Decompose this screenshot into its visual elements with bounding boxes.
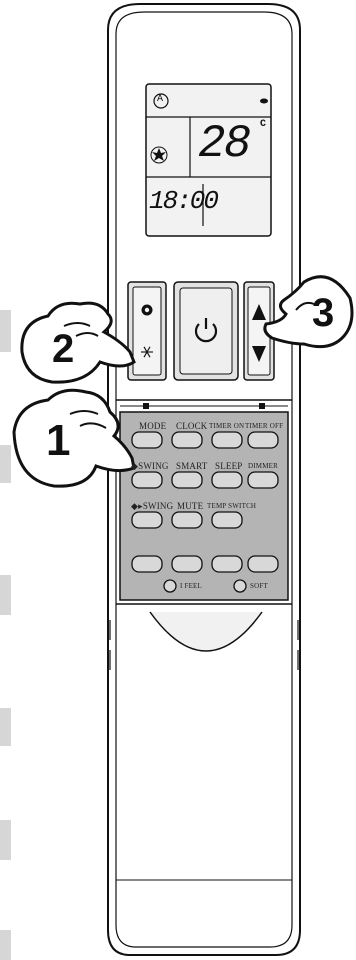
soft-button[interactable] bbox=[234, 580, 246, 592]
i-feel-label: I FEEL bbox=[180, 582, 202, 590]
left-button-inner bbox=[133, 287, 161, 375]
blank-button[interactable] bbox=[132, 556, 162, 572]
auto-mode-letter: A bbox=[157, 94, 163, 105]
mute-button[interactable] bbox=[172, 512, 202, 528]
temperature-unit: C bbox=[260, 119, 266, 130]
blank-button[interactable] bbox=[172, 556, 202, 572]
temperature-readout: 28 bbox=[198, 118, 249, 170]
timer-off-button[interactable] bbox=[248, 432, 278, 448]
soft-label: SOFT bbox=[250, 582, 268, 590]
dimmer-button[interactable] bbox=[248, 472, 278, 488]
clock-label: CLOCK bbox=[176, 421, 208, 431]
hinge-tab bbox=[259, 403, 265, 409]
sleep-label: SLEEP bbox=[215, 461, 243, 471]
vertical-swing-button[interactable] bbox=[132, 472, 162, 488]
hinge-tab bbox=[143, 403, 149, 409]
clock-button[interactable] bbox=[172, 432, 202, 448]
horizontal-swing-button[interactable] bbox=[132, 512, 162, 528]
sleep-button[interactable] bbox=[212, 472, 242, 488]
callout-1-number: 1 bbox=[46, 416, 70, 466]
eco-icon bbox=[142, 305, 153, 316]
horizontal-swing-label: ◆▸SWING bbox=[131, 501, 173, 512]
clock-readout: 18:00 bbox=[149, 184, 217, 218]
mode-label: MODE bbox=[139, 421, 166, 431]
timer-off-label: TIMER OFF bbox=[245, 422, 283, 430]
signal-icon bbox=[260, 99, 268, 104]
callout-3-number: 3 bbox=[312, 290, 334, 336]
mute-label: MUTE bbox=[177, 501, 203, 511]
blank-button[interactable] bbox=[212, 556, 242, 572]
temp-switch-button[interactable] bbox=[212, 512, 242, 528]
mode-button[interactable] bbox=[132, 432, 162, 448]
power-button-inner bbox=[180, 288, 232, 374]
vertical-swing-label: ◆SWING bbox=[131, 461, 169, 472]
smart-button[interactable] bbox=[172, 472, 202, 488]
blank-button[interactable] bbox=[248, 556, 278, 572]
dimmer-label: DIMMER bbox=[248, 462, 278, 470]
temp-switch-label: TEMP SWITCH bbox=[207, 502, 256, 510]
timer-on-button[interactable] bbox=[212, 432, 242, 448]
callout-2-number: 2 bbox=[52, 326, 74, 372]
timer-on-label: TIMER ON bbox=[209, 422, 244, 430]
i-feel-button[interactable] bbox=[164, 580, 176, 592]
smart-label: SMART bbox=[176, 461, 207, 471]
